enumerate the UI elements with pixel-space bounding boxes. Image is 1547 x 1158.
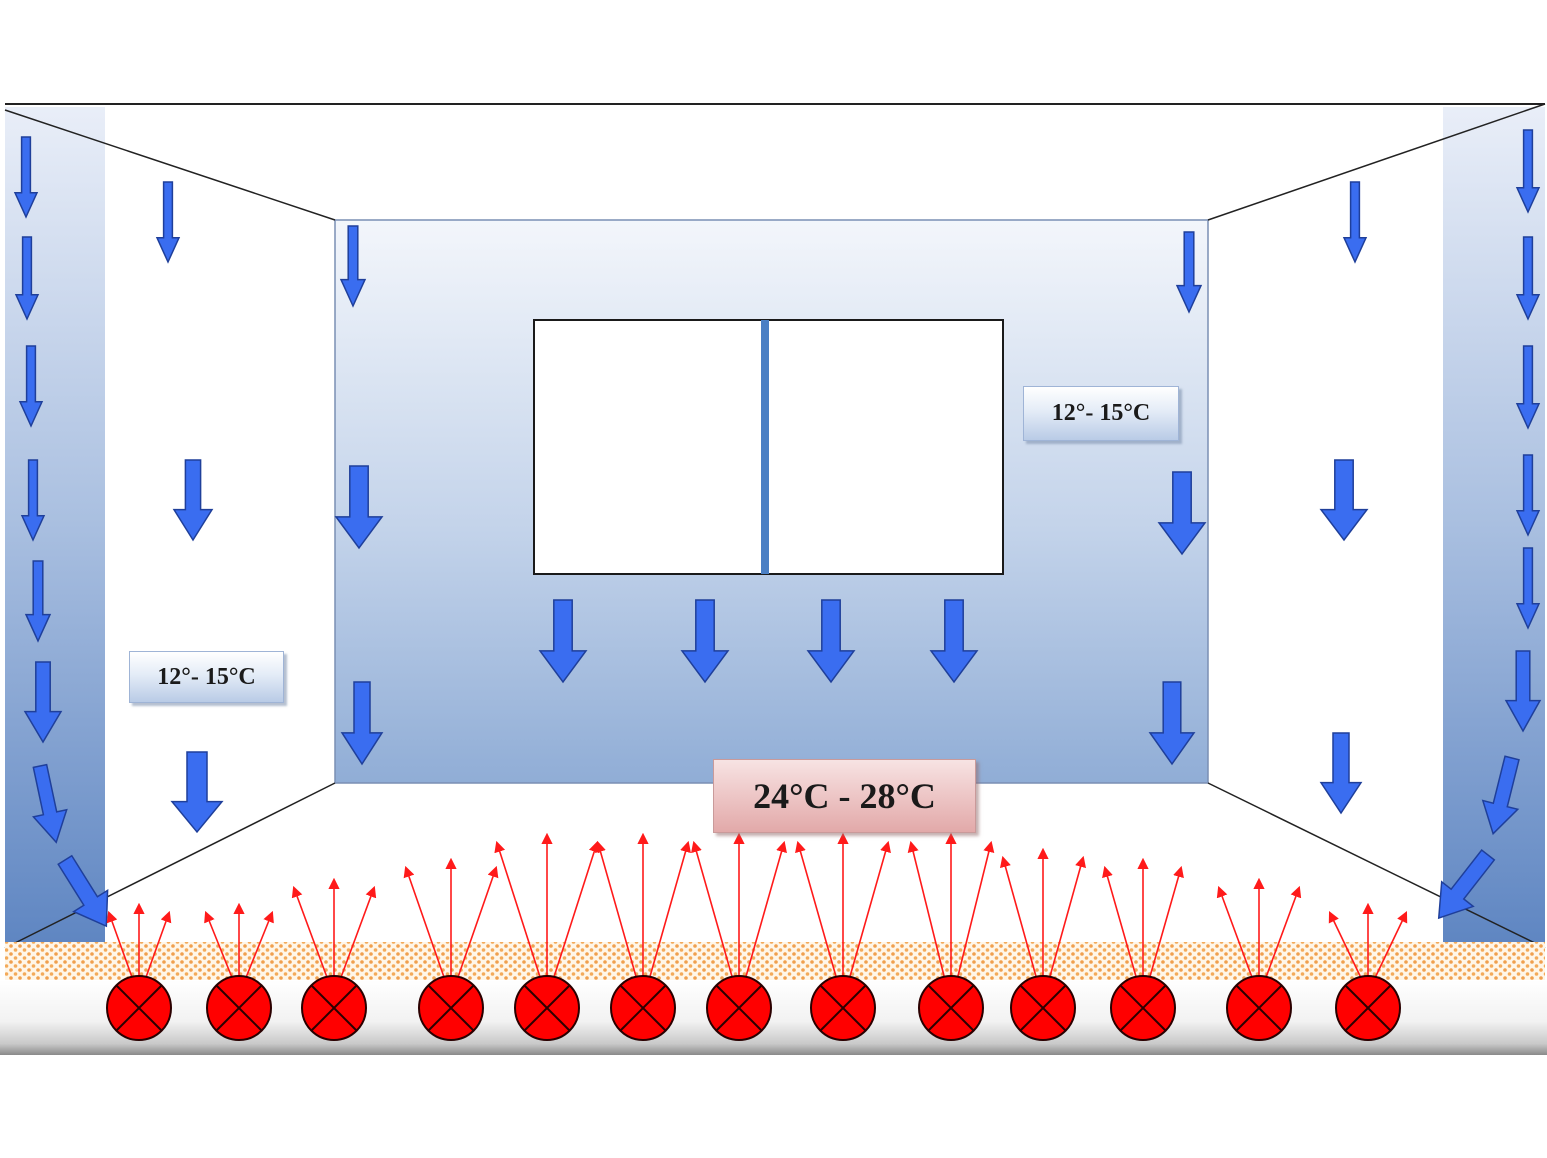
down-arrow-icon (32, 763, 68, 844)
down-arrow-icon (340, 681, 384, 766)
down-arrow-icon (339, 225, 367, 308)
up-arrow-icon (795, 840, 838, 981)
up-arrow-icon (1048, 855, 1086, 981)
down-arrow-icon (1515, 236, 1541, 321)
perspective-line (4, 109, 336, 221)
window (533, 319, 1004, 575)
up-arrow-icon (552, 840, 600, 981)
floor-screed-layer (5, 942, 1545, 982)
up-arrow-icon (1373, 910, 1408, 981)
up-arrow-icon (403, 865, 446, 981)
up-arrow-icon (691, 840, 734, 981)
down-arrow-icon (538, 599, 588, 684)
circle-x-icon (206, 975, 272, 1041)
down-arrow-icon (1319, 732, 1363, 815)
circle-x-icon (301, 975, 367, 1041)
down-arrow-icon (155, 181, 181, 264)
perspective-line (1207, 103, 1546, 221)
up-arrow-icon (1148, 865, 1184, 981)
up-arrow-icon (106, 910, 134, 981)
circle-x-icon (1010, 975, 1076, 1041)
up-arrow-icon (144, 910, 172, 981)
up-arrow-icon (204, 910, 234, 981)
down-arrow-icon (1481, 755, 1520, 836)
perspective-line (4, 782, 336, 949)
circle-x-icon (106, 975, 172, 1041)
up-arrow-icon (1000, 855, 1038, 981)
circle-x-icon (706, 975, 772, 1041)
down-arrow-icon (14, 236, 40, 321)
up-arrow-icon (907, 840, 946, 981)
down-arrow-icon (1175, 231, 1203, 314)
up-arrow-icon (456, 865, 499, 981)
up-arrow-icon (648, 840, 691, 981)
heating-elements (106, 975, 1401, 1041)
up-arrow-icon (291, 885, 329, 981)
circle-x-icon (514, 975, 580, 1041)
heat-radiation-arrows (106, 832, 1408, 981)
down-arrow-icon (13, 136, 39, 219)
down-arrow-icon (57, 854, 109, 928)
circle-x-icon (1226, 975, 1292, 1041)
up-arrow-icon (595, 840, 638, 981)
circle-x-icon (1110, 975, 1176, 1041)
temperature-label-left: 12°- 15°C (129, 651, 284, 703)
up-arrow-icon (1264, 885, 1302, 981)
down-arrow-icon (334, 465, 384, 550)
up-arrow-icon (848, 840, 891, 981)
up-arrow-icon (339, 885, 377, 981)
down-arrow-icon (18, 345, 44, 428)
window-divider (761, 320, 769, 574)
up-arrow-icon (744, 840, 787, 981)
down-arrow-icon (170, 751, 224, 834)
up-arrow-icon (494, 840, 542, 981)
circle-x-icon (1335, 975, 1401, 1041)
circle-x-icon (418, 975, 484, 1041)
down-arrow-icon (806, 599, 856, 684)
down-arrow-icon (23, 661, 63, 744)
down-arrow-icon (1515, 129, 1541, 214)
down-arrow-icon (680, 599, 730, 684)
down-arrow-icon (929, 599, 979, 684)
down-arrow-icon (20, 459, 46, 542)
temperature-label-right: 12°- 15°C (1023, 386, 1179, 441)
down-arrow-icon (1157, 471, 1207, 556)
down-arrow-icon (1515, 454, 1541, 537)
up-arrow-icon (244, 910, 274, 981)
up-arrow-icon (956, 840, 995, 981)
down-arrow-icon (1504, 650, 1542, 733)
down-arrow-icon (172, 459, 214, 542)
perspective-line (1207, 782, 1546, 949)
circle-x-icon (610, 975, 676, 1041)
up-arrow-icon (1102, 865, 1138, 981)
circle-x-icon (918, 975, 984, 1041)
down-arrow-icon (1437, 849, 1496, 920)
temperature-label-center: 24°C - 28°C (713, 759, 976, 833)
down-arrow-icon (1342, 181, 1368, 264)
circle-x-icon (810, 975, 876, 1041)
down-arrow-icon (1515, 547, 1541, 630)
cold-air-arrows (13, 129, 1542, 928)
down-arrow-icon (1515, 345, 1541, 430)
up-arrow-icon (1216, 885, 1254, 981)
up-arrow-icon (1328, 910, 1363, 981)
down-arrow-icon (1319, 459, 1369, 542)
down-arrow-icon (24, 560, 52, 643)
down-arrow-icon (1148, 681, 1196, 766)
